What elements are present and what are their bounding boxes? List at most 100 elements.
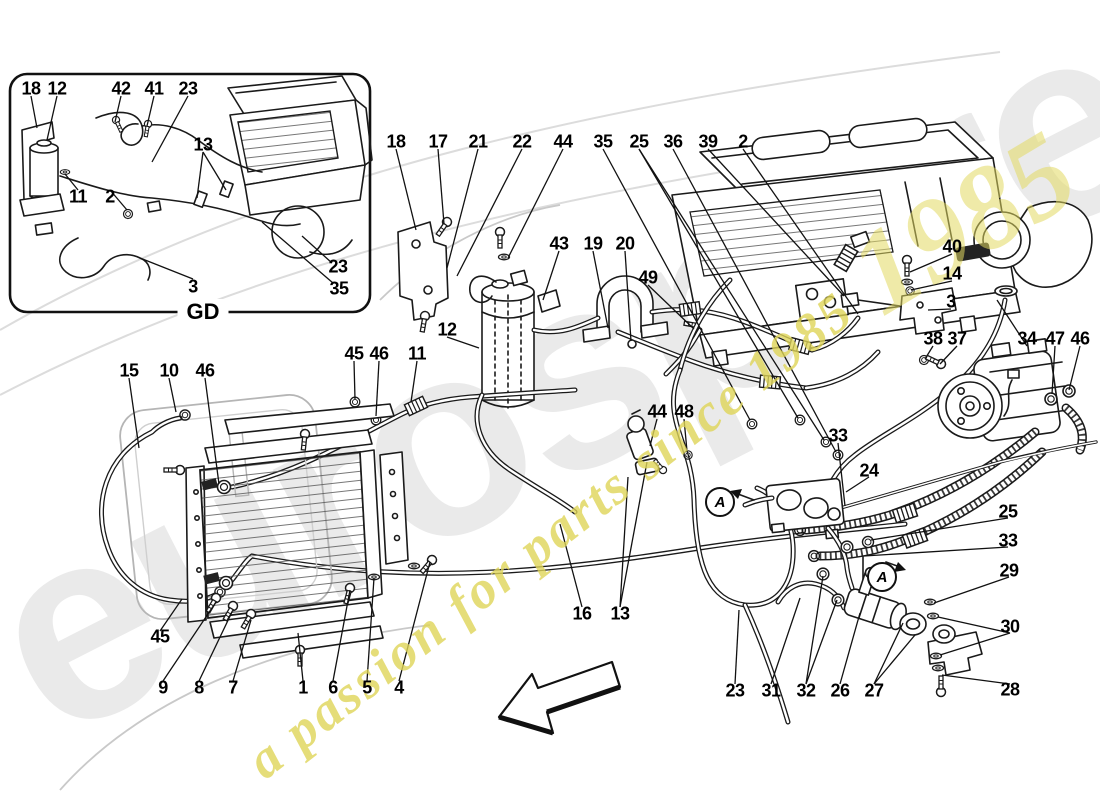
leader-line — [742, 148, 859, 315]
evaporator-unit — [671, 117, 1021, 371]
leader-line — [204, 377, 220, 485]
inset-callout-35: 35 — [329, 278, 349, 299]
leader-line — [941, 674, 1011, 685]
main-callout-4: 4 — [394, 677, 404, 698]
leader-line — [933, 576, 1010, 604]
leader-line — [672, 148, 837, 453]
main-callout-24: 24 — [859, 460, 879, 481]
main-callout-20: 20 — [615, 233, 635, 254]
inset-callout-11: 11 — [68, 186, 88, 207]
leader-line — [168, 377, 177, 413]
inset-hoses — [58, 111, 353, 281]
main-callout-16: 16 — [572, 603, 592, 624]
main-callout-23: 23 — [725, 680, 745, 701]
main-callout-33: 33 — [828, 425, 848, 446]
leader-line — [366, 577, 375, 682]
main-callout-7: 7 — [228, 677, 238, 698]
receiver-drier — [469, 226, 561, 409]
main-callout-49: 49 — [638, 267, 658, 288]
leader-line — [734, 609, 740, 685]
leader-line — [649, 418, 658, 447]
inset-view-label: GD — [177, 299, 229, 325]
main-callout-10: 10 — [159, 360, 179, 381]
leader-line — [202, 151, 227, 191]
leader-line — [939, 345, 958, 365]
main-callout-19: 19 — [583, 233, 603, 254]
leader-line — [602, 148, 751, 421]
main-callout-18: 18 — [386, 131, 406, 152]
leader-line — [139, 257, 194, 280]
leader-line — [910, 280, 953, 291]
main-callout-6: 6 — [328, 677, 338, 698]
leader-line — [873, 634, 916, 685]
direction-arrow — [497, 660, 622, 736]
leader-line — [46, 95, 58, 141]
leader-line — [619, 461, 648, 608]
hose-23-loop — [670, 277, 796, 725]
pressure-switch — [626, 409, 693, 476]
condenser-assembly — [99, 310, 440, 667]
main-callout-44: 44 — [647, 401, 667, 422]
leader-line — [398, 561, 431, 682]
main-callout-40: 40 — [942, 236, 962, 257]
leader-line — [638, 148, 799, 419]
main-callout-27: 27 — [864, 680, 884, 701]
leader-line — [114, 95, 122, 123]
inset-callout-13: 13 — [193, 134, 213, 155]
main-callout-33: 33 — [998, 530, 1018, 551]
leader-line — [619, 476, 629, 608]
main-callout-2: 2 — [738, 131, 748, 152]
main-callout-22: 22 — [512, 131, 532, 152]
main-callout-25: 25 — [629, 131, 649, 152]
main-callout-45: 45 — [150, 626, 170, 647]
leader-line — [109, 189, 128, 211]
inset-callout-23: 23 — [178, 78, 198, 99]
leader-line — [996, 299, 1028, 347]
inset-callout-12: 12 — [47, 78, 67, 99]
leader-line — [683, 418, 688, 452]
leader-line — [151, 95, 189, 163]
leader-line — [624, 250, 632, 342]
main-callout-17: 17 — [428, 131, 448, 152]
leader-line — [128, 377, 140, 449]
main-callout-46: 46 — [1070, 328, 1090, 349]
main-callout-36: 36 — [663, 131, 683, 152]
main-callout-45: 45 — [344, 343, 364, 364]
main-callout-15: 15 — [119, 360, 139, 381]
leader-line — [559, 523, 583, 608]
main-callout-28: 28 — [1000, 679, 1020, 700]
main-callout-39: 39 — [698, 131, 718, 152]
leader-line — [395, 148, 417, 231]
leader-line — [647, 284, 695, 330]
leader-line — [870, 517, 1009, 541]
leader-line — [146, 95, 155, 127]
detail-arrows — [730, 489, 906, 572]
leader-line — [64, 173, 79, 191]
leader-line — [924, 345, 934, 360]
main-callout-31: 31 — [761, 680, 781, 701]
leader-line — [1068, 345, 1081, 391]
inset-evaporator-unit — [227, 75, 373, 216]
leader-line — [542, 250, 560, 301]
main-callout-9: 9 — [158, 677, 168, 698]
leader-line — [839, 612, 861, 685]
hose-34 — [820, 297, 1008, 508]
leader-line — [927, 308, 952, 311]
leader-line — [805, 599, 838, 685]
main-callout-32: 32 — [796, 680, 816, 701]
inset-callout-42: 42 — [111, 78, 131, 99]
main-callout-47: 47 — [1045, 328, 1065, 349]
leader-line — [437, 148, 445, 225]
inset-callout-41: 41 — [144, 78, 164, 99]
leader-line — [770, 597, 801, 685]
detail-marker-A-1: A — [705, 487, 735, 517]
main-callout-13: 13 — [610, 603, 630, 624]
leader-line — [30, 95, 38, 129]
detail-marker-A-2: A — [867, 562, 897, 592]
main-callout-21: 21 — [468, 131, 488, 152]
leader-line — [353, 360, 356, 400]
main-callout-37: 37 — [947, 328, 967, 349]
leader-lines — [30, 95, 1081, 685]
